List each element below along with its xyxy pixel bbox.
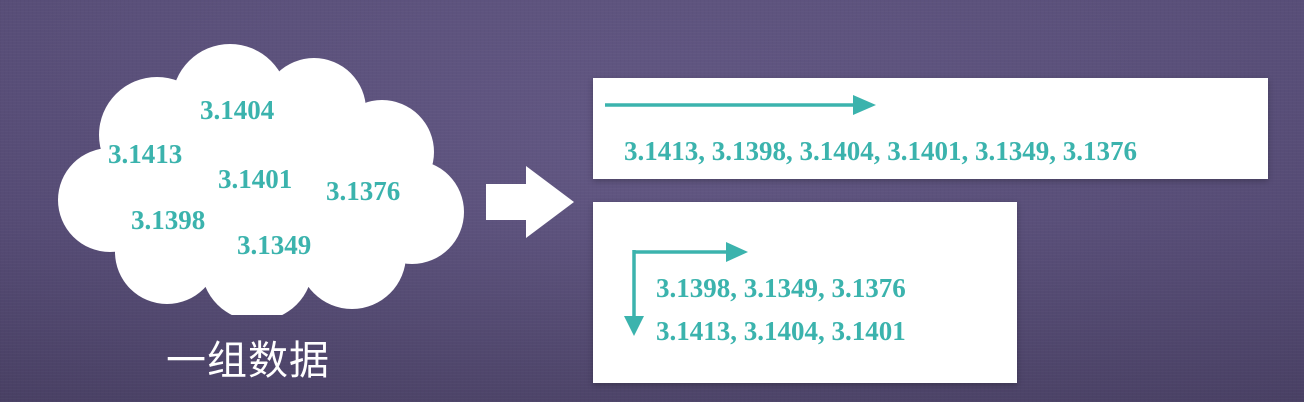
cloud-number: 3.1398: [131, 205, 206, 235]
right-arrow-icon: [486, 166, 574, 238]
grouped-row-1: 3.1398, 3.1349, 3.1376: [656, 273, 906, 303]
cloud-number: 3.1404: [200, 95, 275, 125]
cloud-number: 3.1413: [108, 139, 183, 169]
cloud-caption: 一组数据: [166, 338, 330, 384]
grouped-row-2: 3.1413, 3.1404, 3.1401: [656, 316, 906, 346]
cloud-number: 3.1401: [218, 164, 293, 194]
sequential-values: 3.1413, 3.1398, 3.1404, 3.1401, 3.1349, …: [624, 136, 1137, 166]
corner-arrow-icon: [624, 242, 748, 336]
cloud-number: 3.1349: [237, 230, 312, 260]
data-cloud: [58, 44, 464, 315]
right-arrow-icon: [605, 95, 876, 115]
grouped-box: [593, 202, 1017, 383]
sequential-box: [593, 78, 1268, 179]
cloud-number: 3.1376: [326, 176, 401, 206]
